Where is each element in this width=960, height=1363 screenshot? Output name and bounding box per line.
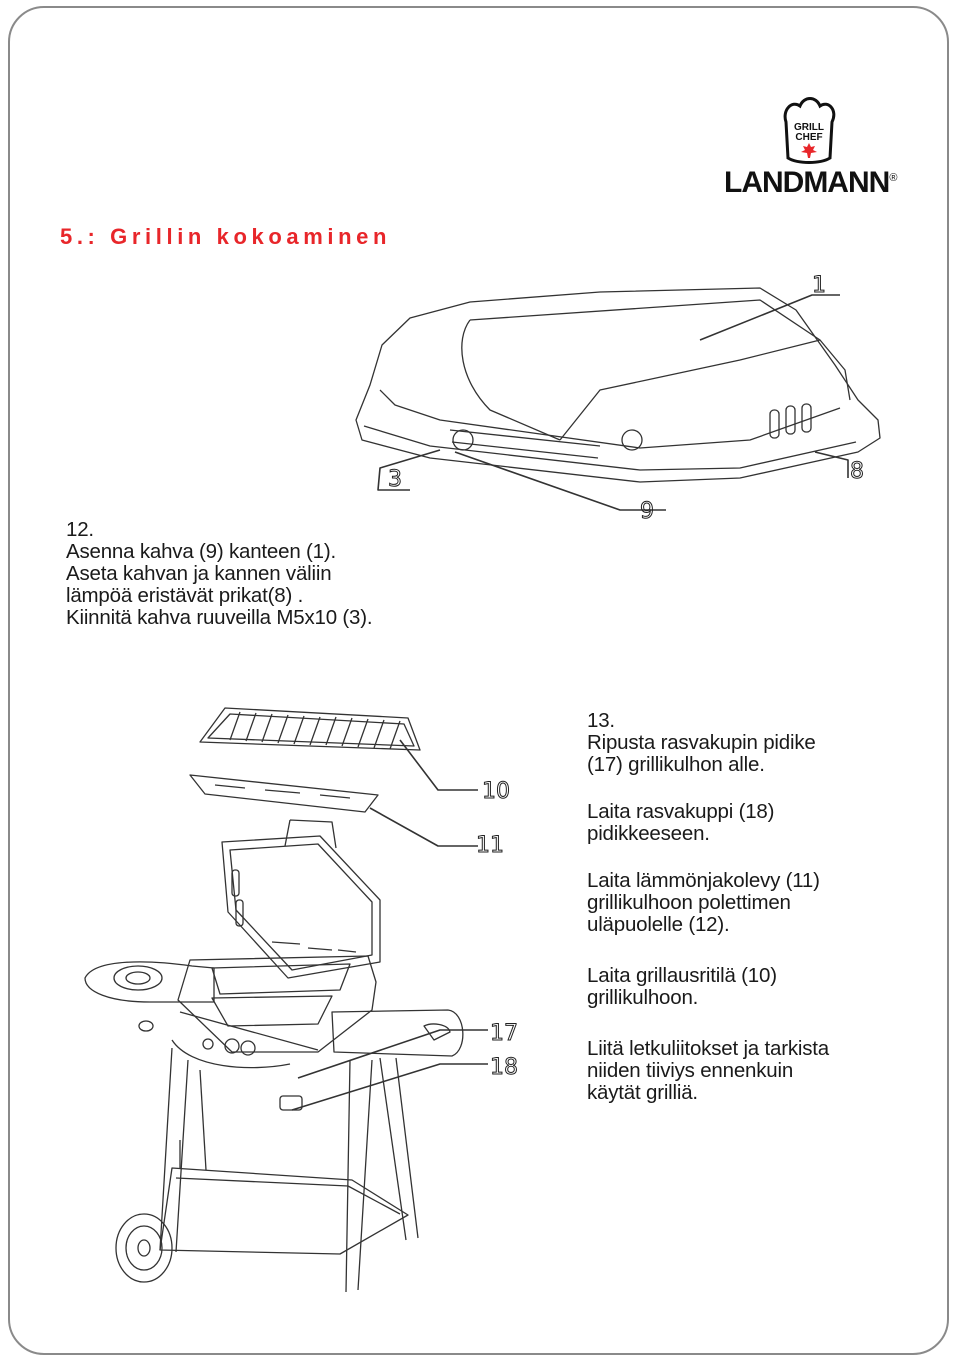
label-10: 10 [482,779,510,804]
parts-leader-lines [291,739,488,1111]
label-18: 18 [490,1055,518,1080]
page-frame [8,6,949,1355]
step-line: Laita grillausritilä (10) [587,964,777,987]
step-number: 13. [587,709,615,732]
label-17: 17 [490,1021,518,1046]
label-8: 8 [850,459,864,484]
cooking-grate-drawing [199,707,421,751]
brand-logo: GRILL CHEF LANDMANN® [724,96,897,199]
step-line: Ripusta rasvakupin pidike [587,731,816,754]
step-line: Laita rasvakuppi (18) [587,800,775,823]
label-3: 3 [388,467,402,492]
step-line: Laita lämmönjakolevy (11) [587,869,820,892]
heat-plate-drawing [189,774,379,813]
step-line: (17) grillikulhon alle. [587,753,765,776]
section-title: 5.: Grillin kokoaminen [60,224,392,249]
maple-leaf-icon [801,143,817,158]
step-line: käytät grilliä. [587,1081,698,1104]
step-line: Kiinnitä kahva ruuveilla M5x10 (3). [66,606,373,629]
grill-lid-drawing [355,287,881,483]
step-line: Aseta kahvan ja kannen väliin [66,562,332,585]
step-number: 12. [66,518,94,541]
badge-line2: CHEF [795,132,822,143]
step-line: grillikulhoon polettimen [587,891,791,914]
step-line: pidikkeeseen. [587,822,710,845]
step-12-instructions: 12. Asenna kahva (9) kanteen (1). Aseta … [66,519,486,629]
step-line: niiden tiiviys ennenkuin [587,1059,794,1082]
step-line: Liitä letkuliitokset ja tarkista [587,1037,829,1060]
step-line: lämpöä eristävät prikat(8) . [66,584,304,607]
gas-grill-drawing [84,819,464,1293]
chef-hat-badge-icon: GRILL CHEF [783,97,836,164]
step-13-instructions: 13. Ripusta rasvakupin pidike (17) grill… [587,710,917,1104]
step-line: Asenna kahva (9) kanteen (1). [66,540,336,563]
label-1: 1 [812,273,826,298]
brand-wordmark: LANDMANN® [724,166,897,199]
step-line: uläpuolelle (12). [587,913,730,936]
badge-line1: GRILL [794,122,824,133]
step-line: grillikulhoon. [587,986,699,1009]
label-11: 11 [476,833,504,858]
lid-leader-lines [377,294,849,511]
label-9: 9 [640,499,654,524]
